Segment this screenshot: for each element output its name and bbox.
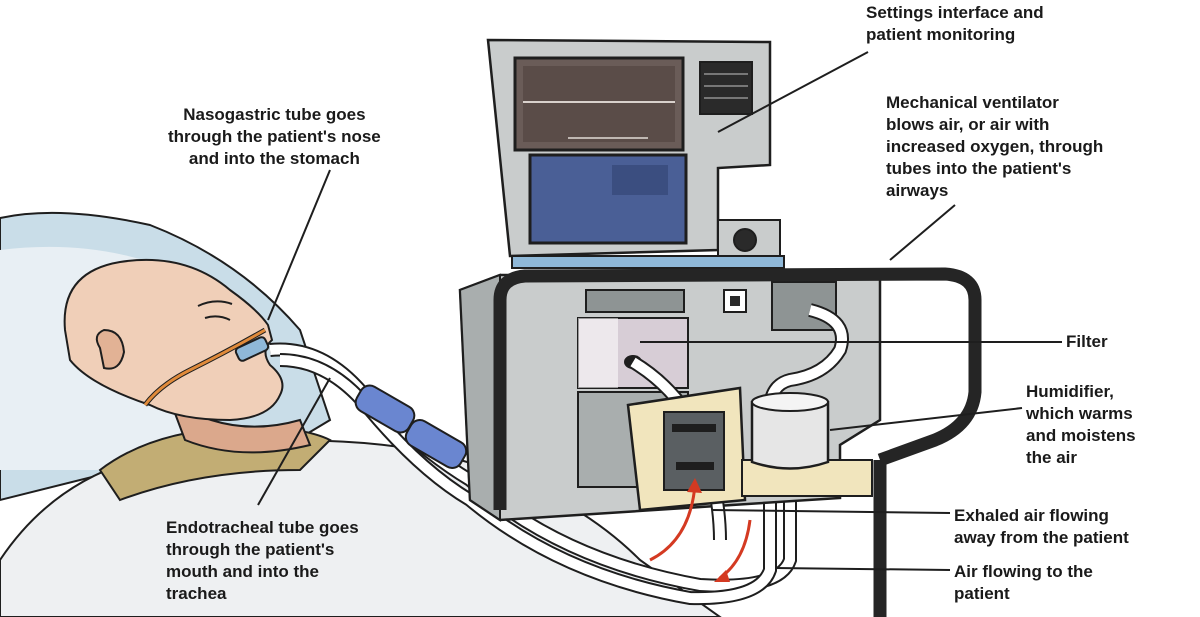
label-humidifier: Humidifier, which warms and moistens the… <box>1026 382 1136 467</box>
label-ventilator: Mechanical ventilator blows air, or air … <box>886 93 1104 200</box>
leader-exhaled <box>711 509 951 514</box>
control-knob <box>733 228 757 252</box>
label-endotracheal: Endotracheal tube goes through the patie… <box>166 518 359 603</box>
leader-endotracheal <box>257 377 331 506</box>
label-exhaled: Exhaled air flowing away from the patien… <box>954 506 1129 547</box>
exhale-arrow <box>649 484 697 562</box>
label-nasogastric: Nasogastric tube goes through the patien… <box>168 105 381 168</box>
patient-eye <box>204 315 231 321</box>
leader-ventilator <box>889 204 956 261</box>
handle-frame <box>493 267 982 510</box>
monitor-vent-grille <box>699 61 753 115</box>
tube-bite-block <box>234 336 270 362</box>
leader-air-to-patient <box>774 567 951 571</box>
monitor-base-strip <box>511 255 785 269</box>
leader-nasogastric <box>267 169 331 321</box>
label-air-to-patient: Air flowing to the patient <box>954 562 1093 603</box>
patient-ear <box>95 328 126 370</box>
patient-brow <box>197 300 233 307</box>
leader-settings <box>717 51 869 133</box>
label-filter: Filter <box>1066 332 1108 351</box>
label-settings: Settings interface and patient monitorin… <box>866 3 1044 44</box>
patient-head <box>63 258 284 422</box>
tube-connector-2 <box>404 419 468 469</box>
exhalation-window <box>663 411 725 491</box>
display-slot <box>585 289 685 313</box>
leader-humidifier <box>829 407 1023 431</box>
